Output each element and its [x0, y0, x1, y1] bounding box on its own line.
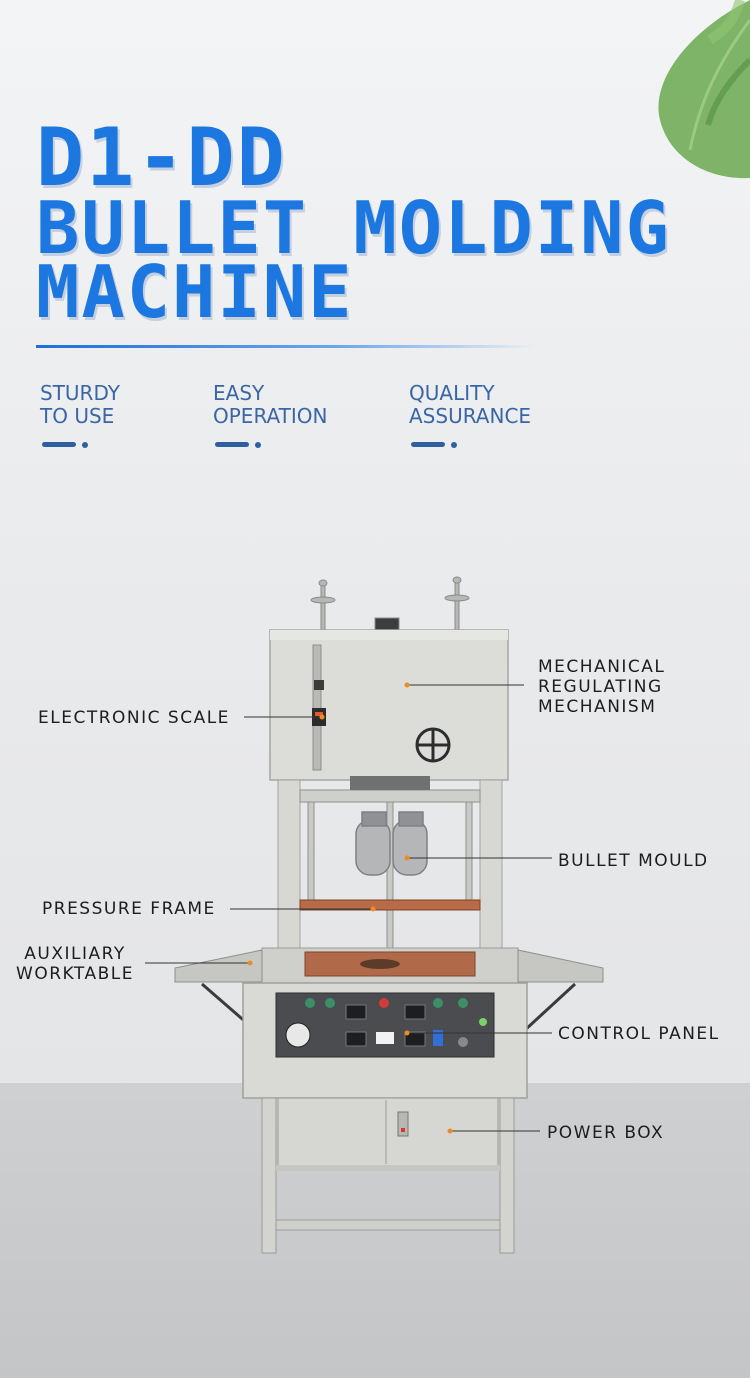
feature-quality: QUALITY ASSURANCE — [409, 381, 532, 448]
bullet-mould — [355, 811, 428, 876]
feature-dash-icon — [215, 442, 249, 447]
title-model: D1-DD — [36, 111, 287, 204]
auxiliary-worktable-right — [517, 949, 604, 983]
feature-dot-icon — [451, 442, 457, 448]
electronic-scale — [312, 644, 322, 771]
feature-dash-icon — [411, 442, 445, 447]
feature-label: EASY OPERATION — [213, 381, 328, 428]
feature-easy: EASY OPERATION — [213, 381, 328, 448]
callout-mould: BULLET MOULD — [558, 851, 709, 871]
feature-label: QUALITY ASSURANCE — [409, 381, 532, 428]
adjustment-rods — [310, 576, 470, 634]
feature-dash-icon — [42, 442, 76, 447]
auxiliary-worktable-left — [174, 949, 263, 983]
power-box — [277, 1097, 499, 1167]
leader-lines — [145, 684, 552, 1132]
feature-dot-icon — [82, 442, 88, 448]
pressure-frame — [299, 899, 481, 911]
title-product: BULLET MOLDING — [36, 186, 671, 270]
callout-control-panel: CONTROL PANEL — [558, 1024, 720, 1044]
right-column — [479, 779, 503, 951]
callout-power-box: POWER BOX — [547, 1123, 665, 1143]
callout-worktable: AUXILIARY WORKTABLE — [16, 944, 134, 984]
callout-frame: PRESSURE FRAME — [42, 899, 216, 919]
title-underline — [36, 345, 536, 348]
handwheel — [415, 727, 451, 763]
callout-scale: ELECTRONIC SCALE — [38, 708, 230, 728]
feature-sturdy: STURDY TO USE — [40, 381, 120, 448]
leader-dots — [247, 682, 453, 1134]
left-column — [277, 779, 301, 951]
callout-mechanism: MECHANICAL REGULATING MECHANISM — [538, 657, 666, 717]
feature-dot-icon — [255, 442, 261, 448]
feature-label: STURDY TO USE — [40, 381, 120, 428]
upper-housing — [269, 629, 509, 781]
title-product-2: MACHINE — [36, 250, 354, 334]
leaf-icon — [658, 0, 750, 179]
